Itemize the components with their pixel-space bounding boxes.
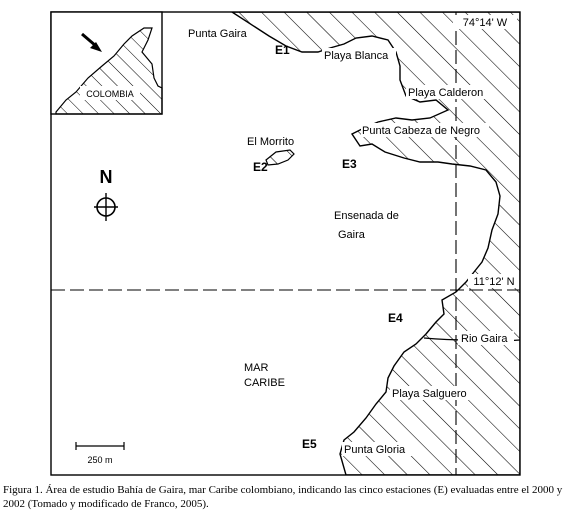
inset-country-label: COLOMBIA xyxy=(86,89,134,99)
station-e5: E5 xyxy=(302,437,317,451)
scale-bar-label: 250 m xyxy=(87,455,112,465)
inset-arrow xyxy=(81,32,97,48)
scale-bar: 250 m xyxy=(75,442,125,465)
place-playa-salguero: Playa Salguero xyxy=(392,388,467,400)
place-punta-gaira: Punta Gaira xyxy=(188,28,248,40)
place-punta-cabeza-de-negro: Punta Cabeza de Negro xyxy=(362,125,480,137)
north-label: N xyxy=(100,167,113,187)
place-ensenada-line2: Gaira xyxy=(338,229,366,241)
place-rio-gaira: Rio Gaira xyxy=(461,333,508,345)
inset-arrowhead-icon xyxy=(90,42,102,52)
station-e3: E3 xyxy=(342,157,357,171)
figure-caption: Figura 1. Área de estudio Bahía de Gaira… xyxy=(3,484,563,510)
el-morrito-island xyxy=(265,149,295,166)
place-el-morrito: El Morrito xyxy=(247,136,294,148)
place-ensenada-line1: Ensenada de xyxy=(334,210,399,222)
station-e2: E2 xyxy=(253,160,268,174)
land-mass xyxy=(230,12,520,475)
place-playa-calderon: Playa Calderon xyxy=(408,87,483,99)
station-e4: E4 xyxy=(388,311,403,325)
map-figure: COLOMBIA N 250 m 74°14' W 11°12' N Punta… xyxy=(50,11,521,476)
north-compass: N xyxy=(94,167,118,221)
place-punta-gloria: Punta Gloria xyxy=(344,444,406,456)
longitude-label: 74°14' W xyxy=(463,17,508,29)
place-mar-line1: MAR xyxy=(244,362,269,374)
place-playa-blanca: Playa Blanca xyxy=(324,50,389,62)
place-mar-line2: CARIBE xyxy=(244,377,285,389)
station-e1: E1 xyxy=(275,43,290,57)
latitude-label: 11°12' N xyxy=(473,276,514,288)
inset-map: COLOMBIA xyxy=(50,11,163,115)
